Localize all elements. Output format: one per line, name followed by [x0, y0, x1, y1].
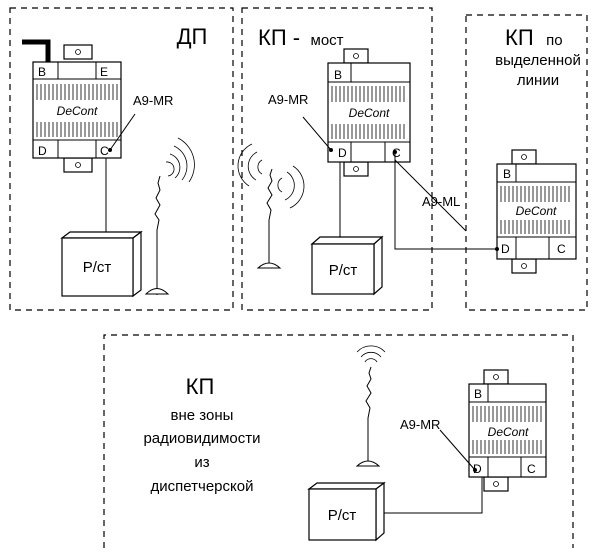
remote-line3: из — [194, 454, 209, 471]
dp-controller: DeCont B E D C — [22, 39, 122, 173]
dp-device-body — [32, 61, 122, 159]
remote-title: КП — [186, 374, 215, 399]
dp-top-mount — [63, 44, 93, 60]
dp-port-d: D — [38, 144, 47, 158]
remote-line4: диспетчерской — [151, 478, 254, 495]
remote-port-b: B — [474, 387, 482, 401]
dp-frame — [9, 7, 234, 311]
dp-bottom-mount — [63, 157, 93, 173]
bridge-device-body — [327, 62, 411, 163]
bridge-frame — [241, 7, 433, 311]
remote-brand: DeCont — [488, 425, 529, 439]
remote-module-label: A9-MR — [400, 417, 440, 432]
bridge-module-leader — [302, 116, 332, 151]
dp-port-b: B — [38, 65, 46, 79]
dedicated-device-body — [496, 163, 577, 260]
remote-line1: вне зоны — [171, 407, 234, 424]
remote-controller: DeCont B D C — [468, 369, 547, 492]
bridge-radio-station: Р/ст — [310, 235, 384, 296]
dedicated-port-c: C — [557, 242, 566, 256]
dp-port-e: E — [100, 65, 108, 79]
bridge-controller: DeCont B D C — [327, 48, 411, 177]
dedicated-title-main: КП — [505, 25, 534, 50]
ml-cable — [394, 152, 497, 250]
dedicated-brand: DeCont — [516, 204, 557, 218]
dp-antenna-icon — [144, 137, 195, 295]
dp-heatsink-fins — [36, 84, 118, 137]
remote-radio-label: Р/ст — [328, 507, 357, 524]
dedicated-title-suffix: по — [546, 32, 562, 49]
dedicated-port-b: B — [503, 167, 511, 181]
bridge-title-suffix: мост — [311, 32, 344, 49]
dedicated-port-d: D — [501, 242, 510, 256]
remote-port-c: C — [527, 462, 536, 476]
bridge-heatsink-fins — [331, 86, 405, 139]
ml-leader — [394, 159, 467, 232]
dedicated-line3: линии — [517, 72, 559, 89]
bridge-module-label: A9-MR — [268, 92, 308, 107]
remote-heatsink-fins — [472, 406, 542, 454]
dp-module-leader — [109, 113, 136, 151]
bridge-port-d: D — [338, 146, 347, 160]
remote-radio-station: Р/ст — [307, 481, 386, 542]
bridge-title-main: КП - — [258, 25, 300, 50]
bridge-radio-label: Р/ст — [329, 262, 358, 279]
remote-radio-cable — [377, 477, 483, 514]
bridge-title: КП - мост — [258, 25, 344, 50]
remote-antenna-icon — [355, 345, 386, 467]
dp-brand: DeCont — [57, 104, 98, 118]
remote-device-body — [468, 383, 547, 478]
dp-title: ДП — [177, 24, 208, 49]
remote-port-d: D — [473, 462, 482, 476]
dedicated-heatsink-fins — [500, 186, 570, 234]
dedicated-line2: выделенной — [495, 52, 581, 69]
remote-line2: радиовидимости — [143, 430, 260, 447]
remote-module-leader — [439, 429, 476, 471]
dp-radio-label: Р/ст — [83, 259, 112, 276]
dp-antenna-stub-icon — [22, 39, 51, 63]
bridge-port-b: B — [334, 68, 342, 82]
dp-module-label: A9-MR — [133, 93, 173, 108]
dp-port-c: C — [100, 144, 109, 158]
bridge-antenna-icon — [237, 143, 305, 269]
dedicated-title: КП по — [505, 25, 563, 50]
bridge-brand: DeCont — [349, 106, 390, 120]
dedicated-controller: DeCont B D C — [495, 149, 577, 274]
ml-module-label: A9-ML — [422, 194, 460, 209]
dedicated-frame — [465, 14, 588, 311]
dp-radio-station: Р/ст — [60, 230, 143, 298]
